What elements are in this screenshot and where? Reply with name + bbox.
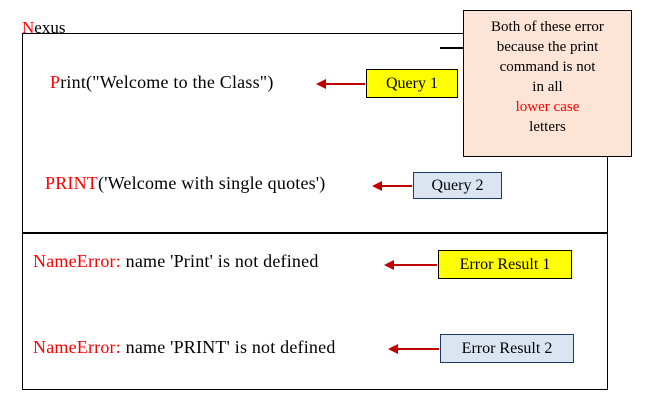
query-2-keyword: PRINT (45, 173, 99, 193)
label-error-result-2-text: Error Result 2 (461, 339, 553, 357)
page-title-initial: N (22, 18, 35, 37)
callout-line-1: Both of these error (491, 19, 604, 35)
query-2-code: ('Welcome with single quotes') (98, 173, 326, 193)
callout-note: Both of these error because the print co… (463, 10, 632, 157)
error-1-message: name 'Print' is not defined (120, 251, 319, 271)
query-code-line-2: PRINT('Welcome with single quotes') (45, 172, 326, 194)
arrow-to-error-result-2 (388, 344, 439, 354)
label-query-1[interactable]: Query 1 (366, 69, 458, 98)
label-error-result-2[interactable]: Error Result 2 (440, 334, 574, 363)
callout-connector-line (440, 47, 464, 49)
page-title: Nexus (22, 18, 65, 37)
arrow-to-error-result-1 (384, 260, 437, 270)
page-title-rest: exus (34, 18, 66, 37)
callout-line-3: command is not (499, 59, 596, 75)
error-1-name: NameError: (33, 251, 121, 271)
callout-line-5-highlight: lower case (515, 99, 580, 115)
callout-line-2: because the print (496, 39, 599, 55)
callout-line-4: in all (532, 79, 563, 95)
query-1-keyword: P (50, 72, 61, 92)
error-2-message: name 'PRINT' is not defined (120, 337, 336, 357)
arrow-to-query-2 (372, 181, 412, 191)
query-code-line-1: Print("Welcome to the Class") (50, 71, 274, 93)
callout-line-6: letters (529, 119, 566, 135)
label-query-1-text: Query 1 (386, 74, 438, 92)
error-output-line-2: NameError: name 'PRINT' is not defined (33, 336, 336, 358)
label-query-2[interactable]: Query 2 (413, 172, 502, 199)
error-2-name: NameError: (33, 337, 121, 357)
error-panel (22, 233, 608, 390)
label-error-result-1-text: Error Result 1 (459, 255, 551, 273)
arrow-to-query-1 (316, 79, 365, 89)
label-error-result-1[interactable]: Error Result 1 (438, 250, 572, 279)
error-output-line-1: NameError: name 'Print' is not defined (33, 250, 319, 272)
query-1-code: rint("Welcome to the Class") (60, 72, 274, 92)
label-query-2-text: Query 2 (431, 176, 484, 194)
